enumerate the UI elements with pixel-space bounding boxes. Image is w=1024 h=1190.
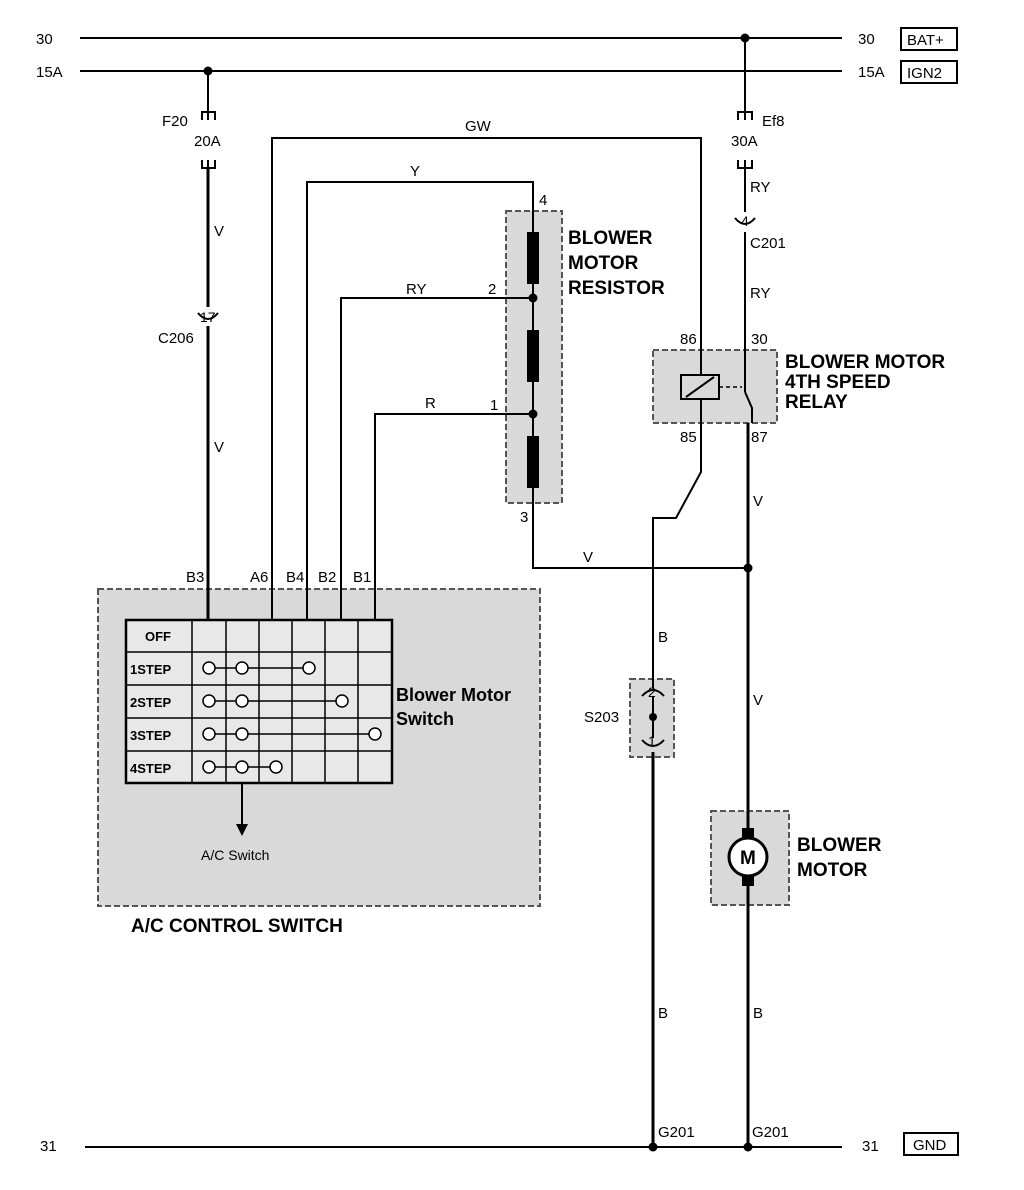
s203-name: S203 <box>584 709 619 726</box>
s203-bottom-symbol <box>641 739 665 747</box>
r-label: R <box>425 395 436 412</box>
v-res3-label: V <box>583 549 593 566</box>
switch-subtitle-2: Switch <box>396 709 454 729</box>
b-left-bottom-label: B <box>658 1005 668 1022</box>
gw-wire <box>271 137 702 688</box>
f20-fuse-top-symbol <box>201 111 216 120</box>
ign-tag: IGN2 <box>907 65 942 82</box>
f20-v-bottom-label: V <box>214 439 224 456</box>
motor-title-1: BLOWER <box>797 835 882 856</box>
gnd-right-label: 31 <box>862 1138 879 1155</box>
ef8-fuse-bottom-symbol <box>737 160 753 169</box>
bat-tag-box <box>900 27 958 51</box>
relay-pin-85: 85 <box>680 429 697 446</box>
relay-title-1: BLOWER MOTOR <box>785 352 945 373</box>
motor-letter: M <box>740 848 756 869</box>
relay-pin-87: 87 <box>751 429 768 446</box>
c206-name: C206 <box>158 330 194 347</box>
resistor-element-1 <box>527 232 539 284</box>
step-off: OFF <box>145 629 171 644</box>
bat-left-label: 30 <box>36 31 53 48</box>
resistor-pin-3: 3 <box>520 509 528 526</box>
f20-rating: 20A <box>194 133 221 150</box>
f20-name: F20 <box>162 113 188 130</box>
motor-title-2: MOTOR <box>797 860 868 881</box>
resistor-title-3: RESISTOR <box>568 278 665 299</box>
c206-connector-symbol <box>197 312 219 320</box>
c201-pin: 4 <box>741 213 749 229</box>
step-1: 1STEP <box>130 662 172 677</box>
s203-bottom-pin: 1 <box>648 733 656 749</box>
resistor-title-2: MOTOR <box>568 253 639 274</box>
b-s203-label: B <box>658 629 668 646</box>
s203-top-symbol <box>641 689 665 697</box>
s203-node <box>649 713 657 721</box>
relay-title-3: RELAY <box>785 392 848 413</box>
contact-row-2 <box>202 694 349 708</box>
g201-right: G201 <box>752 1124 789 1141</box>
c201-connector-symbol <box>734 217 756 225</box>
resistor-pin-4: 4 <box>539 192 547 209</box>
motor-terminal-bottom <box>742 876 754 886</box>
motor-terminal-top <box>742 828 754 838</box>
resistor-node-1 <box>528 409 538 419</box>
contact-row-1 <box>202 661 316 675</box>
b-right-bottom-label: B <box>753 1005 763 1022</box>
r-wire <box>374 413 533 620</box>
resistor-node-2 <box>528 293 538 303</box>
relay-title-2: 4TH SPEED <box>785 372 891 393</box>
y-wire <box>306 181 534 620</box>
v-motor-label: V <box>753 692 763 709</box>
ry-fuse-label: RY <box>750 179 771 196</box>
ac-switch-label: A/C Switch <box>201 847 269 863</box>
relay-pin-30: 30 <box>751 331 768 348</box>
gnd-tag: GND <box>913 1137 947 1154</box>
resistor-pin-1: 1 <box>490 397 498 414</box>
ry-res-label: RY <box>406 281 427 298</box>
gnd-left-label: 31 <box>40 1138 57 1155</box>
ac-switch-arrow-head <box>236 824 248 836</box>
contact-row-4 <box>202 760 283 774</box>
pin-b2: B2 <box>318 569 336 586</box>
pin-a6: A6 <box>250 569 268 586</box>
relay-coil-diagonal <box>685 376 715 398</box>
ign-tag-box <box>900 60 958 84</box>
contact-row-3 <box>202 727 382 741</box>
ef8-rating: 30A <box>731 133 758 150</box>
switch-subtitle-1: Blower Motor <box>396 685 511 705</box>
g201-left: G201 <box>658 1124 695 1141</box>
step-4: 4STEP <box>130 761 172 776</box>
pin-b4: B4 <box>286 569 304 586</box>
s203-top-pin: 2 <box>648 684 656 700</box>
ef8-name: Ef8 <box>762 113 785 130</box>
ign-left-label: 15A <box>36 64 63 81</box>
c206-pin: 17 <box>200 309 216 325</box>
step-2: 2STEP <box>130 695 172 710</box>
v-relay-label: V <box>753 493 763 510</box>
resistor-pin-2: 2 <box>488 281 496 298</box>
gw-label: GW <box>465 118 492 135</box>
ry-relay-label: RY <box>750 285 771 302</box>
c201-name: C201 <box>750 235 786 252</box>
ac-control-switch-title: A/C CONTROL SWITCH <box>131 916 343 937</box>
y-label: Y <box>410 163 420 180</box>
f20-v-top-label: V <box>214 223 224 240</box>
ign-right-label: 15A <box>858 64 885 81</box>
relay-contact <box>744 391 753 423</box>
relay-pin-86: 86 <box>680 331 697 348</box>
pin-b1: B1 <box>353 569 371 586</box>
bat-right-label: 30 <box>858 31 875 48</box>
resistor-title-1: BLOWER <box>568 228 653 249</box>
ef8-fuse-top-symbol <box>737 111 753 120</box>
pin-b3: B3 <box>186 569 204 586</box>
v-res3-wire <box>532 488 748 569</box>
resistor-element-3 <box>527 436 539 488</box>
bat-tag: BAT+ <box>907 32 944 49</box>
gnd-tag-box <box>903 1132 959 1156</box>
f20-fuse-bottom-symbol <box>201 160 216 169</box>
ry-res-wire <box>340 297 533 620</box>
step-3: 3STEP <box>130 728 172 743</box>
